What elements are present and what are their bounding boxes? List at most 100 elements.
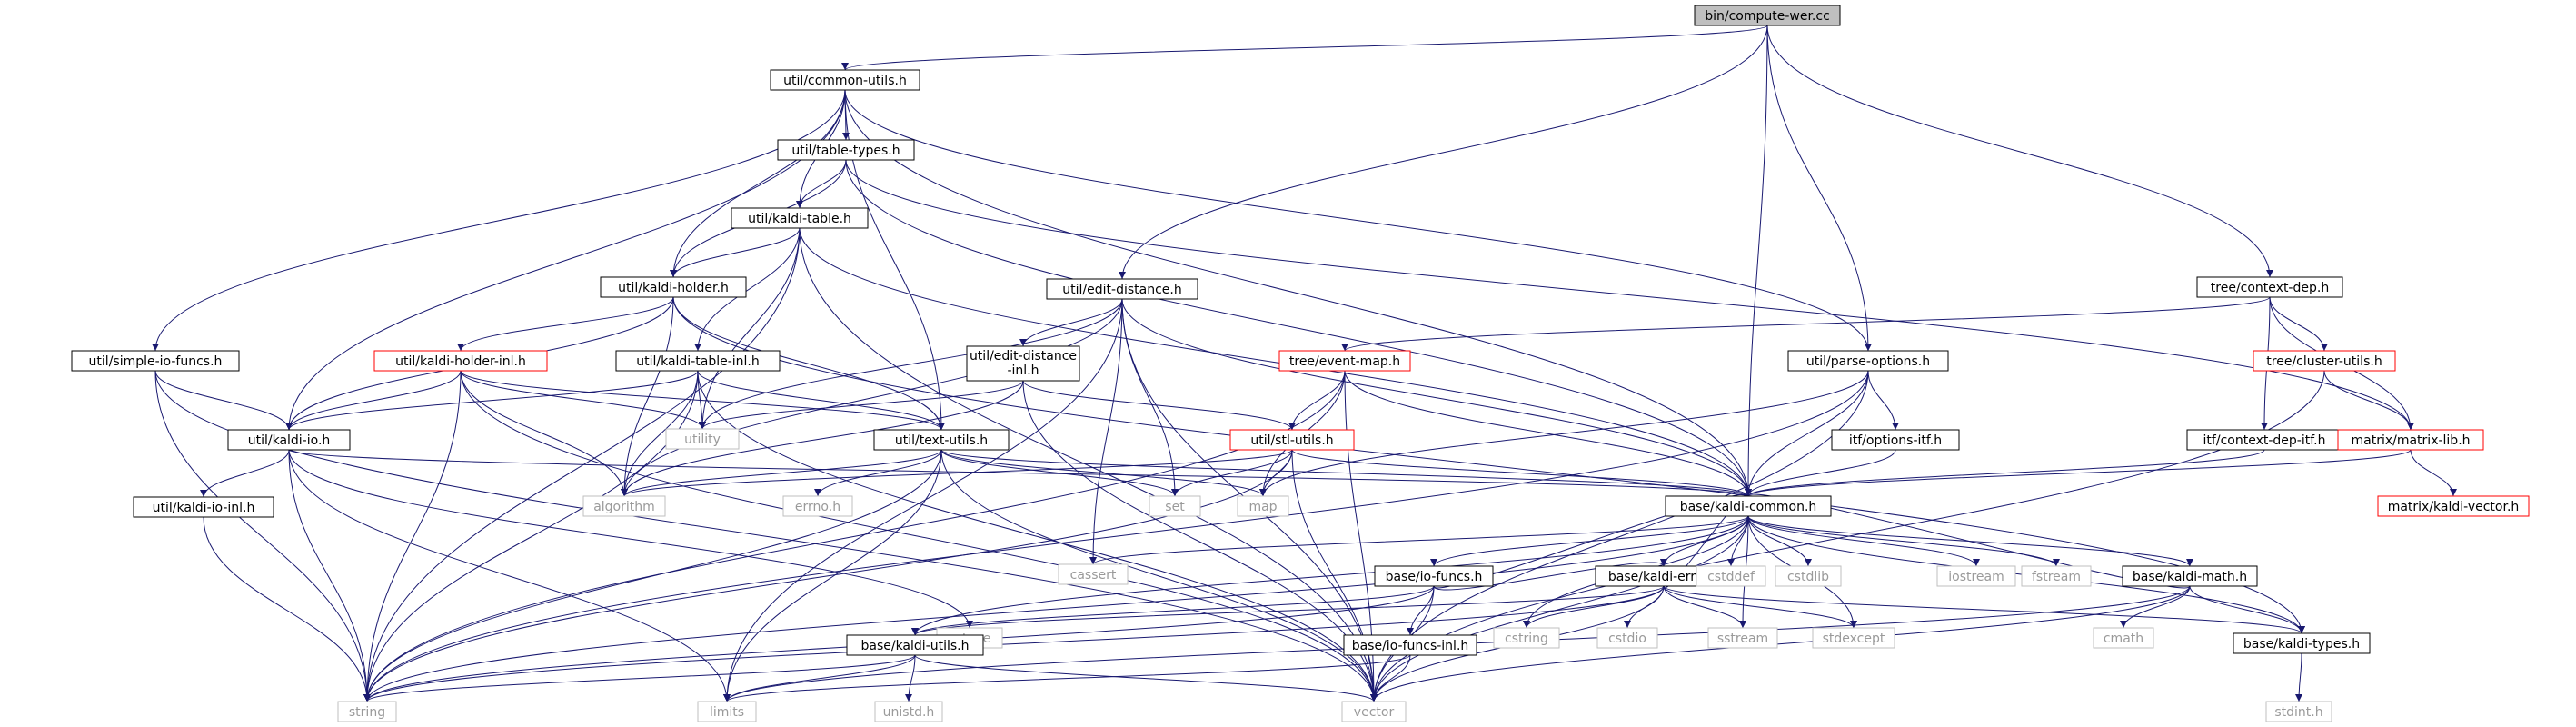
edge-kaldi-holder-inl-to-text-utils — [460, 370, 945, 431]
node-label-iostream: iostream — [1948, 570, 2004, 584]
node-kaldi-holder-inl[interactable]: util/kaldi-holder-inl.h — [373, 350, 548, 372]
edge-kaldi-types-to-stdint — [2295, 652, 2303, 702]
node-matrix-lib[interactable]: matrix/matrix-lib.h — [2337, 429, 2484, 451]
node-algorithm: algorithm — [582, 495, 666, 517]
node-label-edit-distance-inl: util/edit-distance-inl.h — [970, 349, 1077, 378]
edge-kaldi-common-to-kaldi-utils — [911, 515, 1749, 636]
node-label-event-map: tree/event-map.h — [1289, 354, 1400, 369]
node-box-iostream — [1936, 565, 2016, 587]
node-common-utils[interactable]: util/common-utils.h — [770, 69, 920, 91]
edge-kaldi-error-to-string — [363, 585, 1665, 702]
node-io-funcs-inl[interactable]: base/io-funcs-inl.h — [1343, 634, 1477, 656]
node-box-kaldi-holder — [600, 276, 747, 298]
node-box-kaldi-common — [1665, 495, 1832, 517]
node-kaldi-holder[interactable]: util/kaldi-holder.h — [600, 276, 747, 298]
edge-parse-options-to-map — [1259, 370, 1869, 497]
node-box-errno — [782, 495, 853, 517]
edge-kaldi-table-inl-to-text-utils — [697, 370, 945, 431]
node-box-options-itf — [1831, 429, 1960, 451]
node-parse-options[interactable]: util/parse-options.h — [1787, 350, 1949, 372]
node-edit-distance[interactable]: util/edit-distance.h — [1046, 278, 1198, 300]
node-box-simple-io-funcs — [71, 350, 240, 372]
node-iostream: iostream — [1936, 565, 2016, 587]
node-kaldi-io[interactable]: util/kaldi-io.h — [227, 429, 351, 451]
node-label-context-dep: tree/context-dep.h — [2211, 281, 2329, 295]
node-simple-io-funcs[interactable]: util/simple-io-funcs.h — [71, 350, 240, 372]
node-box-context-dep — [2196, 276, 2343, 298]
edge-kaldi-math-to-kaldi-types — [2189, 585, 2305, 634]
edge-kaldi-error-to-kaldi-utils — [911, 585, 1665, 636]
node-kaldi-io-inl[interactable]: util/kaldi-io-inl.h — [133, 496, 274, 518]
node-stdexcept: stdexcept — [1812, 627, 1895, 649]
node-box-cassert — [1058, 563, 1129, 585]
node-box-kaldi-io-inl — [133, 496, 274, 518]
node-label-fstream: fstream — [2032, 570, 2081, 584]
edge-edit-distance-inl-to-stl-utils — [1022, 380, 1296, 431]
edge-kaldi-io-to-limits — [288, 449, 731, 702]
node-kaldi-utils[interactable]: base/kaldi-utils.h — [846, 634, 984, 656]
node-kaldi-math[interactable]: base/kaldi-math.h — [2122, 565, 2258, 587]
node-set: set — [1149, 495, 1201, 517]
edge-kaldi-io-to-kaldi-common — [288, 449, 1752, 497]
node-kaldi-vector[interactable]: matrix/kaldi-vector.h — [2377, 495, 2530, 517]
node-layer: bin/compute-wer.cc util/common-utils.h uti… — [71, 5, 2530, 722]
edge-simple-io-funcs-to-kaldi-io — [154, 370, 293, 431]
edge-compute-wer-to-context-dep — [1766, 25, 2273, 278]
edge-kaldi-utils-to-string — [363, 654, 916, 702]
node-label-vector: vector — [1354, 705, 1395, 720]
edge-text-utils-to-algorithm — [621, 449, 942, 497]
edge-common-utils-to-simple-io-funcs — [152, 89, 846, 352]
edge-matrix-lib-to-kaldi-vector — [2410, 449, 2457, 497]
edge-kaldi-common-to-string — [363, 515, 1749, 702]
node-label-kaldi-holder: util/kaldi-holder.h — [618, 281, 729, 295]
edge-kaldi-table-inl-to-kaldi-io — [285, 370, 699, 431]
node-label-compute-wer: bin/compute-wer.cc — [1705, 9, 1830, 24]
node-io-funcs[interactable]: base/io-funcs.h — [1374, 565, 1494, 587]
edge-kaldi-utils-to-vector — [914, 654, 1378, 702]
node-label-options-itf: itf/options-itf.h — [1849, 433, 1942, 448]
node-label-cluster-utils: tree/cluster-utils.h — [2266, 354, 2382, 369]
node-utility: utility — [665, 428, 740, 450]
node-box-vector — [1341, 701, 1407, 722]
edge-context-dep-to-cluster-utils — [2269, 296, 2328, 352]
node-context-dep[interactable]: tree/context-dep.h — [2196, 276, 2343, 298]
node-edit-distance-inl[interactable]: util/edit-distance-inl.h — [966, 345, 1080, 382]
node-box-kaldi-table-inl — [615, 350, 781, 372]
edge-text-utils-to-map — [940, 449, 1267, 497]
node-stl-utils[interactable]: util/stl-utils.h — [1229, 429, 1355, 451]
node-cluster-utils[interactable]: tree/cluster-utils.h — [2253, 350, 2396, 372]
node-box-matrix-lib — [2337, 429, 2484, 451]
node-label-kaldi-io-inl: util/kaldi-io-inl.h — [153, 501, 255, 515]
edge-kaldi-holder-inl-to-string — [363, 370, 462, 702]
node-label-kaldi-vector: matrix/kaldi-vector.h — [2388, 500, 2520, 514]
node-options-itf[interactable]: itf/options-itf.h — [1831, 429, 1960, 451]
node-box-fstream — [2021, 565, 2092, 587]
node-box-io-funcs-inl — [1343, 634, 1477, 656]
node-label-map: map — [1248, 500, 1277, 514]
edge-kaldi-common-to-cstdlib — [1747, 515, 1812, 567]
node-box-edit-distance — [1046, 278, 1198, 300]
edge-kaldi-math-to-cmath — [2120, 585, 2191, 629]
node-kaldi-types[interactable]: base/kaldi-types.h — [2233, 632, 2371, 654]
edge-table-types-to-kaldi-common — [845, 159, 1752, 497]
node-kaldi-common[interactable]: base/kaldi-common.h — [1665, 495, 1832, 517]
node-compute-wer: bin/compute-wer.cc — [1694, 5, 1841, 26]
node-kaldi-table[interactable]: util/kaldi-table.h — [731, 207, 869, 229]
node-cstring: cstring — [1493, 627, 1560, 649]
node-kaldi-table-inl[interactable]: util/kaldi-table-inl.h — [615, 350, 781, 372]
node-box-event-map — [1278, 350, 1411, 372]
edge-kaldi-holder-inl-to-algorithm — [460, 370, 628, 497]
node-text-utils[interactable]: util/text-utils.h — [873, 429, 1010, 451]
node-context-dep-itf[interactable]: itf/context-dep-itf.h — [2186, 429, 2342, 451]
edge-context-dep-to-event-map — [1341, 296, 2271, 352]
node-label-cstdlib: cstdlib — [1787, 570, 1829, 584]
node-stdint: stdint.h — [2265, 701, 2332, 722]
node-string: string — [337, 701, 397, 722]
edge-kaldi-io-inl-to-string — [203, 516, 371, 702]
node-event-map[interactable]: tree/event-map.h — [1278, 350, 1411, 372]
node-box-cstddef — [1696, 565, 1766, 587]
node-table-types[interactable]: util/table-types.h — [777, 139, 915, 161]
edge-text-utils-to-kaldi-common — [940, 449, 1752, 497]
edge-kaldi-holder-to-kaldi-holder-inl — [457, 296, 674, 352]
edge-edit-distance-to-cassert — [1089, 298, 1123, 565]
